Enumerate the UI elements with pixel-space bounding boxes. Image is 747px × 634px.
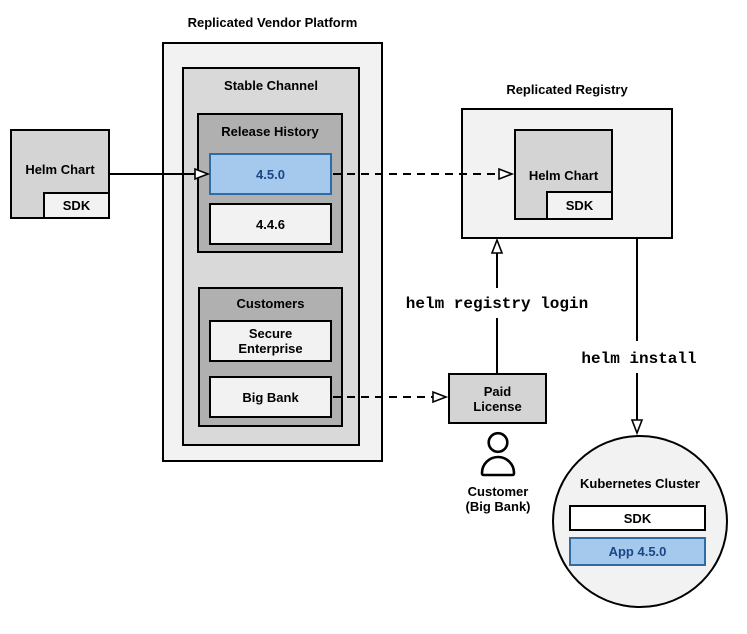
vendor-sdk-box: SDK [43,192,110,219]
vendor-helm-chart-label: Helm Chart [25,161,95,177]
kubernetes-cluster-circle: Kubernetes Cluster SDK App 4.5.0 [552,435,728,608]
release-history-label: Release History [221,123,319,139]
cluster-app-box: App 4.5.0 [569,537,706,566]
helm-registry-login-command: helm registry login [405,295,589,313]
release-history-box: Release History 4.5.0 4.4.6 [197,113,343,253]
customers-box: Customers Secure Enterprise Big Bank [198,287,343,427]
release-450-box: 4.5.0 [209,153,332,195]
cluster-sdk-box: SDK [569,505,706,531]
registry-title: Replicated Registry [506,82,628,97]
release-446-box: 4.4.6 [209,203,332,245]
paid-license-box: Paid License [448,373,547,424]
arrow-registry-to-cluster [630,239,644,436]
customer-secure-enterprise-box: Secure Enterprise [209,320,332,362]
platform-title: Replicated Vendor Platform [187,15,358,30]
stable-channel-box: Stable Channel Release History 4.5.0 4.4… [182,67,360,446]
platform-box: Stable Channel Release History 4.5.0 4.4… [162,42,383,462]
customer-big-bank-box: Big Bank [209,376,332,418]
registry-box: Helm Chart SDK [461,108,673,239]
helm-install-command: helm install [581,350,697,368]
customer-actor-label: Customer (Big Bank) [465,484,531,514]
customers-label: Customers [236,295,305,311]
stable-channel-label: Stable Channel [224,77,318,93]
registry-helm-chart-label: Helm Chart [528,167,599,183]
kubernetes-cluster-label: Kubernetes Cluster [580,475,700,491]
registry-sdk-box: SDK [546,191,613,220]
vendor-helm-chart-box: Helm Chart SDK [10,129,110,219]
registry-helm-chart-box: Helm Chart SDK [514,129,613,220]
customer-person-icon [480,431,516,477]
